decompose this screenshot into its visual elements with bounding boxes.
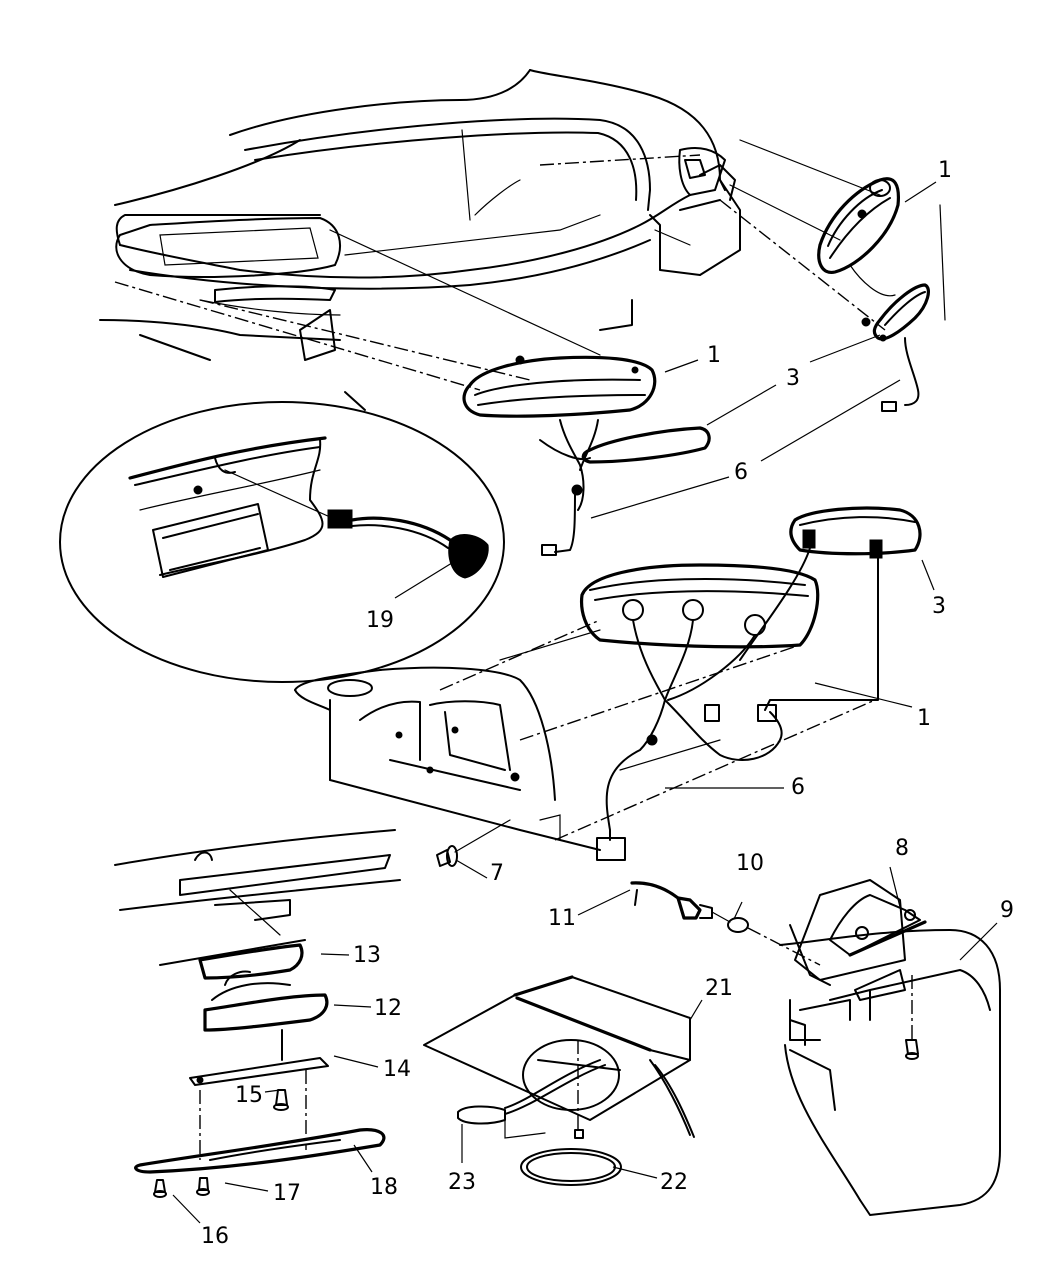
callout-19: 19 — [366, 608, 394, 633]
callout-6: 6 — [791, 775, 805, 800]
vehicle-body-panel — [294, 666, 601, 851]
wiring-harness — [596, 699, 783, 861]
rear-lamp-lower-assembly — [579, 506, 922, 711]
alignment-lines-upper — [114, 139, 946, 391]
callout-6: 6 — [734, 460, 748, 485]
bulb-and-socket — [630, 881, 821, 966]
callout-22: 22 — [660, 1170, 688, 1195]
callout-17: 17 — [273, 1181, 301, 1206]
callout-9: 9 — [1000, 898, 1014, 923]
rear-lamp-upper-right — [817, 177, 901, 297]
license-lamp-assembly — [114, 829, 401, 1198]
callout-3: 3 — [786, 366, 800, 391]
leader-lines — [172, 181, 998, 1224]
callout-3: 3 — [932, 594, 946, 619]
push-pin-fastener — [436, 819, 511, 867]
license-bracket-and-bumper — [779, 879, 1001, 1216]
callout-13: 13 — [353, 943, 381, 968]
callout-8: 8 — [895, 836, 909, 861]
cargo-lamp-assembly — [423, 975, 695, 1186]
callout-1: 1 — [707, 343, 721, 368]
callout-23: 23 — [448, 1170, 476, 1195]
side-marker-lamp-upper-right — [861, 283, 930, 412]
callout-18: 18 — [370, 1175, 398, 1200]
callout-12: 12 — [374, 996, 402, 1021]
detail-inset — [59, 391, 505, 683]
callout-21: 21 — [705, 976, 733, 1001]
callout-1: 1 — [917, 706, 931, 731]
callout-11: 11 — [548, 906, 576, 931]
callout-14: 14 — [383, 1057, 411, 1082]
callout-10: 10 — [736, 851, 764, 876]
callout-7: 7 — [490, 861, 504, 886]
vehicle-rear-body — [99, 69, 741, 361]
alignment-lines-lower — [439, 619, 876, 841]
callout-16: 16 — [201, 1224, 229, 1249]
callout-15: 15 — [235, 1083, 263, 1108]
rear-lamp-center — [462, 355, 711, 556]
callout-1: 1 — [938, 158, 952, 183]
